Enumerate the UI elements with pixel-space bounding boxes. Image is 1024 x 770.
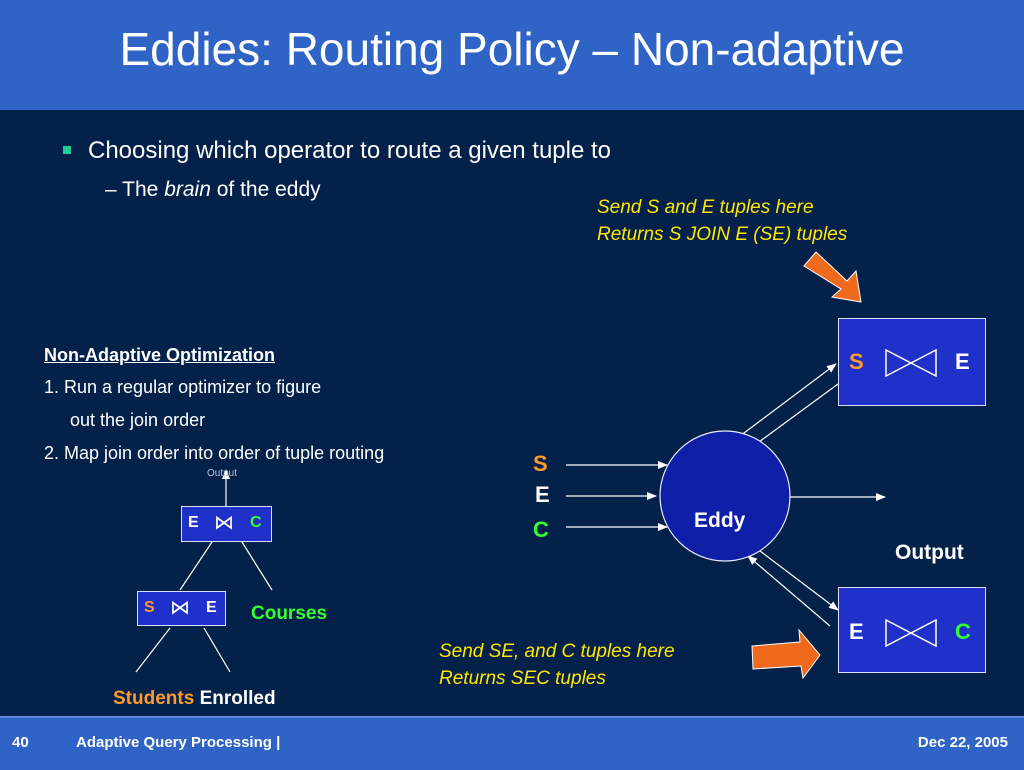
join-ec-left: E (849, 619, 864, 644)
nonadaptive-heading: Non-Adaptive Optimization (44, 345, 275, 365)
bowtie-icon (885, 619, 937, 647)
join-se-left: S (849, 349, 864, 374)
tree-se-left: S (144, 599, 155, 616)
footer-bar (0, 716, 1024, 770)
note-bottom-line1: Send SE, and C tuples here (439, 641, 675, 662)
eddy-input-c: C (533, 517, 549, 542)
bullet-main: Choosing which operator to route a given… (88, 137, 611, 164)
join-box-ec: E C (838, 587, 986, 673)
note-bottom-line2: Returns SEC tuples (439, 668, 606, 689)
nonadaptive-step1b: out the join order (70, 410, 206, 430)
title-bar (0, 0, 1024, 110)
bullet-sub: – The brain of the eddy (105, 178, 321, 202)
tree-se-right: E (206, 599, 217, 616)
bullet-square-icon (63, 146, 71, 154)
tree-ec-left: E (188, 514, 199, 531)
tree-output-label: Output (207, 468, 238, 479)
tree-students-label: Students (113, 688, 195, 709)
join-ec-right: C (955, 619, 971, 644)
nonadaptive-step1a: 1. Run a regular optimizer to figure (44, 377, 322, 397)
join-se-right: E (955, 349, 970, 374)
tree-enrolled-label: Enrolled (199, 688, 276, 709)
bowtie-icon (885, 349, 937, 377)
tree-link-enrolled (203, 627, 231, 673)
bowtie-icon: ⋈ (170, 597, 190, 619)
note-top-line1: Send S and E tuples here (597, 197, 814, 218)
tree-link-students (135, 627, 171, 673)
eddy-circle (659, 430, 791, 562)
nonadaptive-step2: 2. Map join order into order of tuple ro… (44, 443, 385, 463)
eddy-input-e: E (535, 482, 550, 507)
bowtie-icon: ⋈ (214, 512, 234, 534)
tree-leaf-labels: Students Enrolled (113, 688, 276, 710)
sub-dash: – (105, 178, 117, 201)
tree-join-se: S ⋈ E (137, 591, 226, 626)
footer-page-number: 40 (12, 734, 29, 751)
footer-date: Dec 22, 2005 (917, 734, 1008, 751)
callout-arrow-top (803, 251, 862, 303)
tree-link-se-to-ec (179, 541, 213, 591)
route-to-se-arrow (739, 363, 837, 437)
note-top-line2: Returns S JOIN E (SE) tuples (597, 224, 848, 245)
slide-title: Eddies: Routing Policy – Non-adaptive (119, 23, 905, 75)
tree-ec-right: C (250, 514, 262, 531)
tree-courses-label: Courses (251, 603, 328, 624)
eddy-input-s: S (533, 451, 548, 476)
sub-before: The (122, 178, 159, 201)
return-from-ec-arrow (747, 555, 831, 627)
eddy-output-label: Output (895, 541, 964, 564)
eddy-label: Eddy (694, 509, 746, 532)
footer-course: Adaptive Query Processing | (76, 734, 281, 751)
return-from-se-arrow (747, 383, 839, 451)
sub-italic: brain (164, 178, 211, 201)
tree-join-ec: E ⋈ C (181, 506, 272, 542)
join-box-se: S E (838, 318, 986, 406)
route-to-ec-arrow (755, 547, 839, 611)
tree-link-courses-to-ec (241, 541, 273, 591)
sub-after: of the eddy (216, 178, 321, 201)
callout-arrow-bottom (751, 628, 821, 680)
